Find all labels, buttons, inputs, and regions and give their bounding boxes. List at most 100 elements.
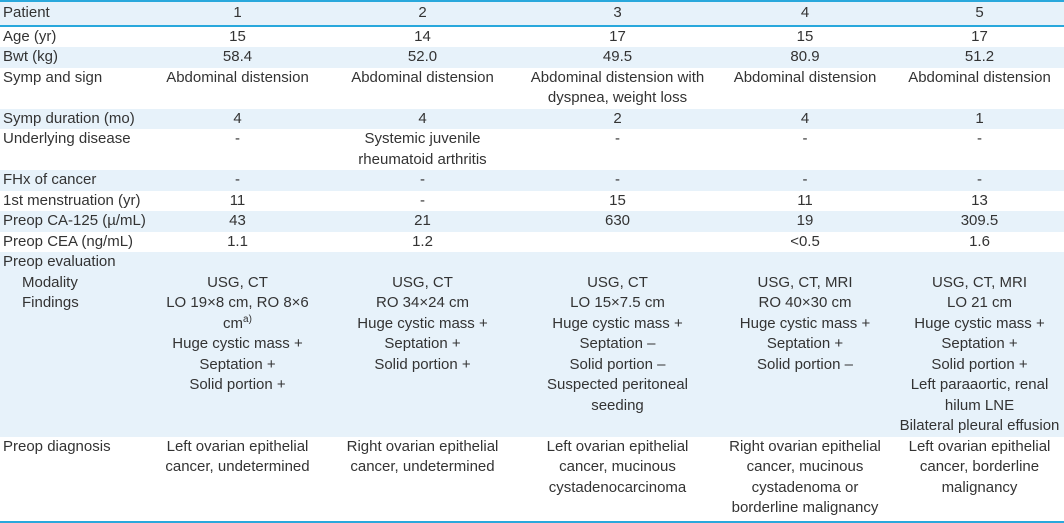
finding-line: Huge cystic mass + (739, 314, 871, 332)
finding-line: Huge cystic mass + (552, 314, 683, 332)
cell-patient-3: LO 15×7.5 cm Huge cystic mass + Septation … (520, 293, 715, 437)
row-label: Age (yr) (3, 27, 57, 45)
cell-patient-5: 17 (971, 27, 988, 45)
cell-patient-5: 309.5 (960, 212, 999, 229)
cell-patient-3: 2 (613, 109, 622, 127)
row-preop-evaluation: Preop evaluation (0, 252, 1064, 273)
cell-patient-4: 19 (796, 212, 814, 229)
finding-line: LO 15×7.5 cm (570, 294, 665, 311)
cell-patient-4: Abdominal distension (733, 68, 877, 86)
row-label: Modality (22, 273, 78, 291)
finding-line: Huge cystic mass + (172, 335, 303, 352)
cell-patient-1: 1.1 (227, 232, 248, 250)
finding-line: LO 19×8 cm, RO 8×6 cma) (166, 294, 309, 332)
cell-patient-2: 1.2 (412, 232, 433, 250)
row-label: Preop diagnosis (3, 437, 111, 455)
cell-patient-3 (520, 232, 715, 253)
cell-patient-3: - (615, 171, 620, 188)
cell-patient-2: Systemic juvenile rheumatoid arthritis (358, 130, 487, 168)
finding-line: Septation + (941, 335, 1018, 352)
cell-patient-2: Right ovarian epithelial cancer, undeter… (346, 437, 499, 476)
finding-line: Septation – (579, 335, 656, 352)
row-label: Symp duration (mo) (3, 109, 135, 127)
cell-patient-5 (895, 252, 1064, 273)
cell-patient-1: Abdominal distension (166, 68, 309, 86)
finding-line: Septation + (199, 355, 276, 373)
cell-patient-1: 43 (229, 212, 246, 229)
cell-patient-3: 17 (609, 27, 626, 45)
cell-patient-1: 15 (229, 27, 246, 45)
finding-line: Solid portion – (569, 355, 666, 373)
cell-patient-3: 630 (604, 212, 631, 229)
row-symp-and-sign: Symp and sign Abdominal distension Abdomin… (0, 68, 1064, 109)
cell-patient-2: 4 (418, 109, 427, 127)
cell-patient-4: 4 (800, 109, 810, 127)
cell-patient-1: - (235, 171, 240, 188)
cell-patient-5: - (977, 130, 982, 147)
cell-patient-3: 15 (609, 191, 626, 209)
finding-line: Solid portion + (189, 376, 286, 393)
cell-patient-5: 1.6 (969, 232, 990, 250)
cell-patient-5: 13 (971, 191, 988, 209)
header-label-patient: Patient (3, 4, 50, 21)
cell-patient-4: - (802, 130, 808, 147)
cell-patient-1: 58.4 (222, 48, 253, 65)
finding-line: Septation + (384, 335, 461, 352)
finding-line: Left paraaortic, renal hilum LNE (910, 376, 1049, 414)
row-findings: Findings LO 19×8 cm, RO 8×6 cma) Huge cyst… (0, 293, 1064, 437)
cell-patient-3: Abdominal distension with dyspnea, weigh… (530, 68, 705, 107)
row-label: Bwt (kg) (3, 48, 59, 65)
finding-line: Solid portion + (931, 355, 1028, 373)
cell-patient-4: USG, CT, MRI (757, 273, 853, 291)
header-cell-patient-2: 2 (418, 4, 427, 21)
cell-patient-5: 1 (975, 109, 984, 127)
cell-patient-5: - (977, 171, 982, 188)
cell-patient-1: - (235, 130, 240, 147)
cell-patient-3: 49.5 (602, 48, 633, 65)
header-cell-patient-3: 3 (613, 4, 622, 21)
cell-patient-1 (150, 252, 325, 273)
row-label: Preop CEA (ng/mL) (3, 232, 134, 250)
row-label: Findings (22, 294, 79, 311)
cell-patient-5: Abdominal distension (908, 68, 1051, 86)
cell-patient-4: Right ovarian epithelial cancer, mucinou… (729, 437, 881, 517)
finding-line: Bilateral pleural effusion (899, 417, 1060, 434)
row-label: 1st menstruation (yr) (3, 191, 141, 209)
cell-patient-3: Left ovarian epithelial cancer, mucinous… (546, 437, 689, 496)
cell-patient-1: USG, CT (207, 273, 268, 291)
cell-patient-3: - (615, 130, 620, 147)
row-fhx-of-cancer: FHx of cancer----- (0, 170, 1064, 191)
cell-patient-4: 11 (797, 191, 813, 209)
cell-patient-2: Abdominal distension (351, 68, 494, 86)
row-label: Symp and sign (3, 68, 103, 86)
footnote-marker: a) (243, 313, 252, 325)
cell-patient-4: 80.9 (790, 48, 820, 65)
cell-patient-2: 21 (414, 212, 431, 229)
cell-patient-4: 15 (796, 27, 814, 45)
cell-patient-1: 11 (229, 191, 246, 209)
cell-patient-3 (520, 252, 715, 273)
cell-patient-2: 14 (414, 27, 431, 45)
row-underlying-disease: Underlying disease - Systemic juvenile rhe… (0, 129, 1064, 170)
cell-patient-5: 51.2 (964, 48, 995, 65)
finding-line: Solid portion – (757, 355, 853, 373)
header-cell-patient-1: 1 (233, 4, 242, 21)
row-age-yr: Age (yr) 15 14 17 15 17 (0, 26, 1064, 48)
finding-line: Suspected peritoneal seeding (547, 376, 688, 414)
cell-patient-2 (325, 252, 520, 273)
finding-line: Septation + (766, 335, 844, 352)
row-label: Underlying disease (3, 130, 131, 147)
row-label: Preop evaluation (3, 253, 116, 270)
cell-patient-4 (715, 252, 895, 273)
